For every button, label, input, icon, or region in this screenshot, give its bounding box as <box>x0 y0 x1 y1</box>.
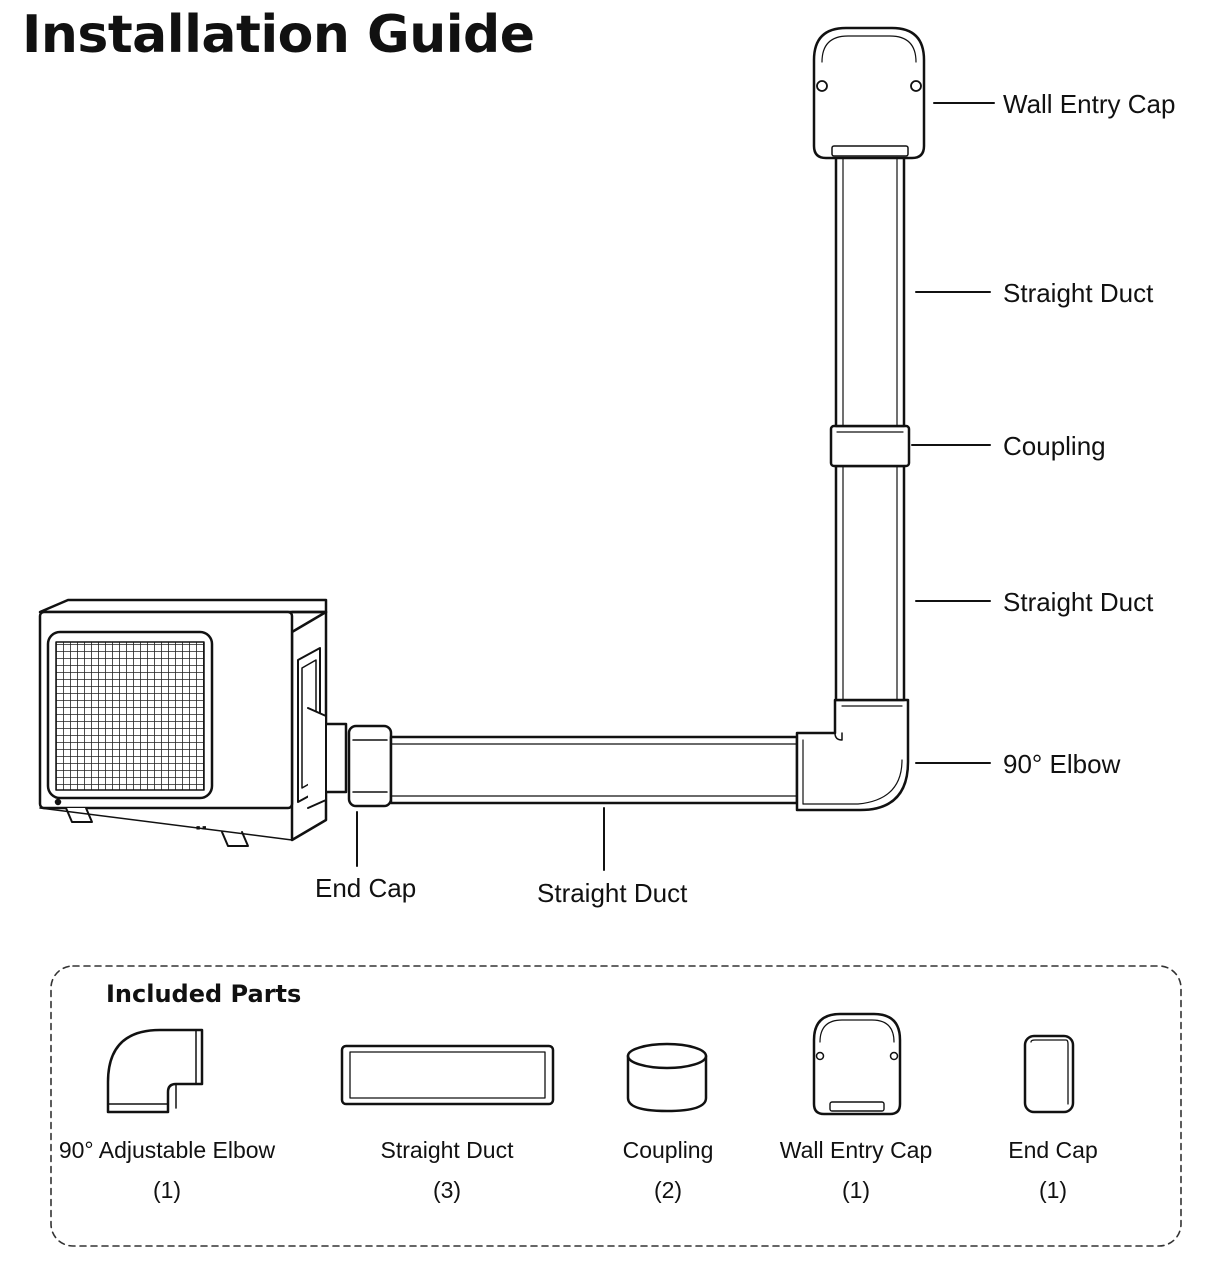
straight-duct-lower <box>834 464 906 702</box>
part-qty-straight-duct: (3) <box>432 1177 462 1203</box>
part-name-elbow: 90° Adjustable Elbow <box>58 1137 276 1163</box>
callout-coupling: Coupling <box>1003 431 1106 461</box>
callout-wall-entry-cap: Wall Entry Cap <box>1003 89 1176 119</box>
callout-straight-duct-lower: Straight Duct <box>1003 587 1154 617</box>
callout-leaders <box>356 102 995 871</box>
part-qty-end-cap: (1) <box>1038 1177 1068 1203</box>
outdoor-unit-icon: ■ ■ <box>38 598 328 847</box>
straight-duct-horizontal <box>389 735 799 805</box>
wall-entry-cap-icon <box>812 1012 902 1116</box>
part-qty-wall-entry-cap: (1) <box>841 1177 871 1203</box>
part-name-straight-duct: Straight Duct <box>380 1137 514 1163</box>
part-qty-elbow: (1) <box>152 1177 182 1203</box>
end-cap <box>307 707 393 809</box>
svg-text:■ ■: ■ ■ <box>196 825 206 832</box>
callout-elbow: 90° Elbow <box>1003 749 1121 779</box>
callout-straight-duct-horizontal: Straight Duct <box>537 878 688 908</box>
callout-straight-duct-upper: Straight Duct <box>1003 278 1154 308</box>
part-qty-coupling: (2) <box>653 1177 683 1203</box>
coupling <box>829 424 911 468</box>
part-name-wall-entry-cap: Wall Entry Cap <box>779 1137 933 1163</box>
included-parts-box <box>50 965 1182 1247</box>
wall-entry-cap <box>812 26 926 160</box>
part-name-coupling: Coupling <box>622 1137 714 1163</box>
straight-duct-icon <box>340 1044 555 1106</box>
end-cap-icon <box>1023 1034 1075 1114</box>
part-name-end-cap: End Cap <box>1008 1137 1098 1163</box>
callout-end-cap: End Cap <box>315 873 417 903</box>
coupling-icon <box>626 1042 708 1113</box>
straight-duct-upper <box>834 148 906 428</box>
elbow-icon <box>106 1028 204 1114</box>
included-parts-heading: Included Parts <box>106 980 302 1008</box>
page-title: Installation Guide <box>22 5 535 65</box>
elbow <box>795 698 910 812</box>
